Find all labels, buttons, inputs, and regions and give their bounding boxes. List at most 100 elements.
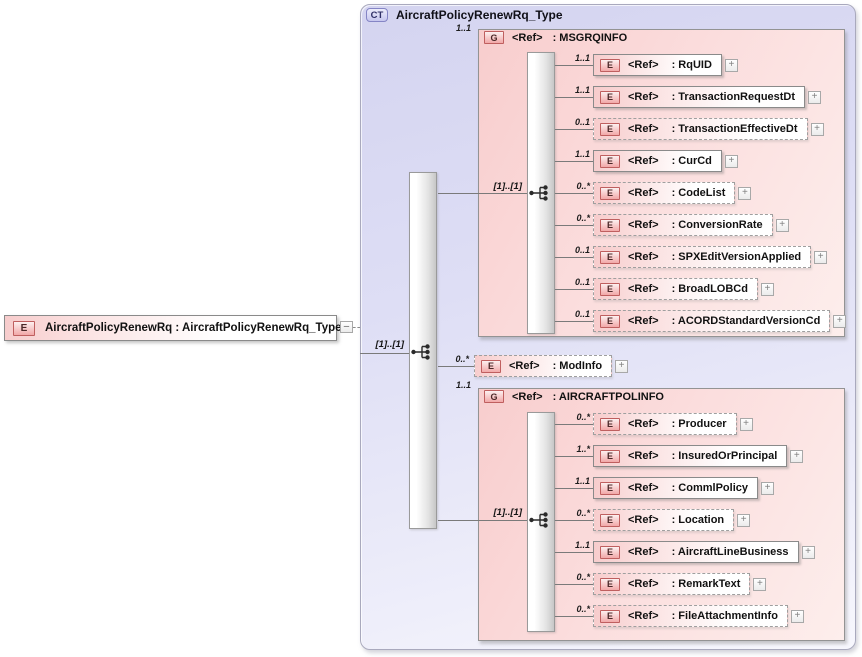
expand-button[interactable]: + [833,314,847,328]
expand-button[interactable]: + [790,449,804,463]
element-icon: E [600,314,620,328]
element-icon: E [481,359,501,373]
element-row: E <Ref> : ACORDStandardVersionCd + [593,310,847,332]
element-name: : RqUID [671,59,712,71]
element-name: : TransactionRequestDt [671,91,796,103]
element-spxeditversionapplied[interactable]: E <Ref> : SPXEditVersionApplied [593,246,812,268]
expand-button[interactable]: + [724,154,738,168]
expand-button[interactable]: + [739,417,753,431]
cardinality-label: [1]..[1] [493,507,523,518]
element-name: : CodeList [671,187,726,199]
expand-button[interactable]: + [790,609,804,623]
element-remarktext[interactable]: E <Ref> : RemarkText [593,573,751,595]
element-rquid[interactable]: E <Ref> : RqUID [593,54,722,76]
expand-button[interactable]: + [737,513,751,527]
cardinality-label: 0..* [576,572,590,582]
element-location[interactable]: E <Ref> : Location [593,509,735,531]
element-curcd[interactable]: E <Ref> : CurCd [593,150,722,172]
element-name: : ConversionRate [671,219,763,231]
element-row: E <Ref> : CurCd + [593,150,738,172]
cardinality-label: 1..1 [574,85,590,95]
expand-button[interactable]: + [753,577,767,591]
element-name: : ModInfo [552,360,603,372]
element-transactioneffectivedt[interactable]: E <Ref> : TransactionEffectiveDt [593,118,808,140]
expand-button[interactable]: + [615,359,629,373]
group-ref: <Ref> [512,390,543,403]
cardinality-label: [1]..[1] [493,181,523,192]
connector-line [353,327,360,328]
connector-line [555,289,593,290]
element-icon: E [600,154,620,168]
group-header-msgrqinfo[interactable]: G <Ref> : MSGRQINFO [484,31,627,44]
element-ref: <Ref> [628,418,659,430]
element-commlpolicy[interactable]: E <Ref> : CommlPolicy [593,477,758,499]
connector-line [555,65,593,66]
expand-button[interactable]: + [724,58,738,72]
element-ref: <Ref> [628,123,659,135]
cardinality-label: 1..* [576,444,590,454]
element-producer[interactable]: E <Ref> : Producer [593,413,737,435]
element-row: E <Ref> : TransactionEffectiveDt + [593,118,824,140]
expand-button[interactable]: + [760,481,774,495]
connector-line [555,520,593,521]
element-ref: <Ref> [628,610,659,622]
element-codelist[interactable]: E <Ref> : CodeList [593,182,736,204]
expand-button[interactable]: + [810,122,824,136]
element-icon: E [600,218,620,232]
cardinality-label: 0..1 [574,117,590,127]
element-acordstandardversioncd[interactable]: E <Ref> : ACORDStandardVersionCd [593,310,831,332]
element-icon: E [600,282,620,296]
expand-button[interactable]: + [801,545,815,559]
cardinality-label: 1..1 [455,380,471,390]
element-conversionrate[interactable]: E <Ref> : ConversionRate [593,214,773,236]
element-modinfo[interactable]: E <Ref> : ModInfo [474,355,613,377]
element-icon: E [600,122,620,136]
element-ref: <Ref> [628,315,659,327]
cardinality-label: 0..* [576,213,590,223]
element-ref: <Ref> [628,251,659,263]
cardinality-label: 1..1 [574,540,590,550]
collapse-button[interactable]: − [340,321,353,333]
element-row: E <Ref> : ModInfo + [474,355,629,377]
expand-button[interactable]: + [775,218,789,232]
element-name: : TransactionEffectiveDt [671,123,798,135]
element-name: : RemarkText [671,578,741,590]
element-icon: E [600,449,620,463]
element-ref: <Ref> [628,155,659,167]
connector-line [555,456,593,457]
expand-button[interactable]: + [808,90,822,104]
root-element-label: AircraftPolicyRenewRq : AircraftPolicyRe… [45,322,342,334]
expand-button[interactable]: + [738,186,752,200]
element-row: E <Ref> : BroadLOBCd + [593,278,774,300]
element-insuredorprincipal[interactable]: E <Ref> : InsuredOrPrincipal [593,445,788,467]
sequence-icon[interactable] [410,343,436,361]
element-name: : AircraftLineBusiness [671,546,789,558]
group-icon: G [484,390,504,403]
element-ref: <Ref> [628,546,659,558]
sequence-icon[interactable] [528,511,554,529]
element-icon: E [600,186,620,200]
element-fileattachmentinfo[interactable]: E <Ref> : FileAttachmentInfo [593,605,788,627]
root-element[interactable]: E AircraftPolicyRenewRq : AircraftPolicy… [4,315,342,341]
element-icon: E [13,320,35,336]
group-name: : AIRCRAFTPOLINFO [552,390,664,403]
element-broadlobcd[interactable]: E <Ref> : BroadLOBCd [593,278,758,300]
group-header-aircraftpolinfo[interactable]: G <Ref> : AIRCRAFTPOLINFO [484,390,664,403]
sequence-icon[interactable] [528,184,554,202]
complextype-icon: CT [366,8,388,22]
element-ref: <Ref> [628,219,659,231]
cardinality-label: 1..1 [574,149,590,159]
expand-button[interactable]: + [814,250,828,264]
connector-line [555,321,593,322]
element-icon: E [600,513,620,527]
complextype-header[interactable]: CT AircraftPolicyRenewRq_Type [366,8,563,22]
element-row: E <Ref> : RqUID + [593,54,738,76]
cardinality-label: 0..1 [574,277,590,287]
element-icon: E [600,577,620,591]
connector-line [360,353,409,354]
element-aircraftlinebusiness[interactable]: E <Ref> : AircraftLineBusiness [593,541,799,563]
element-transactionrequestdt[interactable]: E <Ref> : TransactionRequestDt [593,86,806,108]
expand-button[interactable]: + [760,282,774,296]
cardinality-label: 0..* [576,412,590,422]
